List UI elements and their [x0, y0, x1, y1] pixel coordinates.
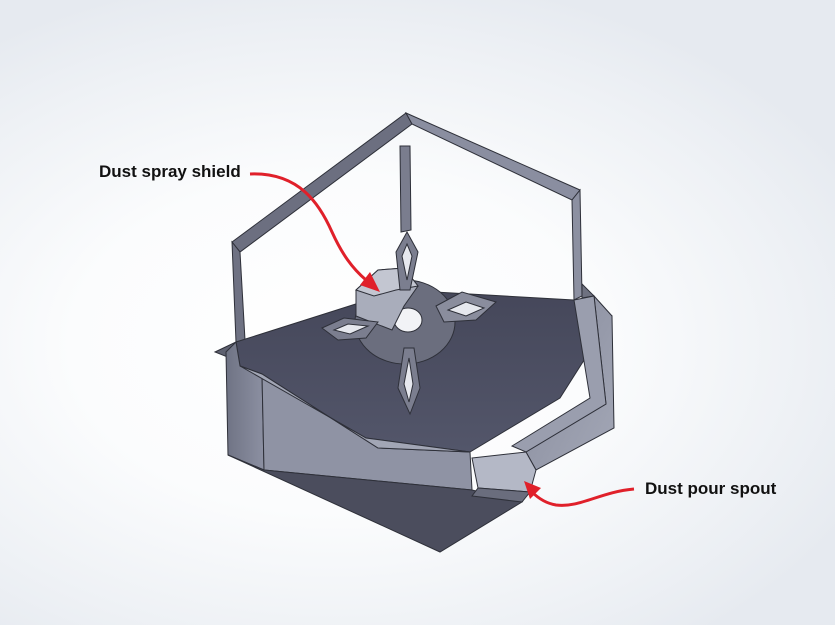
frame-left-slant [231, 112, 413, 253]
spoke-left-slot [332, 323, 370, 335]
frame-right-slant [404, 111, 581, 201]
arrow-pour-spout-head [524, 481, 541, 499]
dust-pour-spout-label: Dust pour spout [645, 479, 777, 498]
arrow-spray-shield [249, 172, 367, 282]
arrow-spray-shield-head [360, 272, 380, 292]
spoke-right-slot [446, 301, 486, 317]
spout-channel [471, 451, 537, 493]
spout-floor [471, 487, 531, 503]
center-hub [321, 230, 497, 416]
frame-left-post [231, 240, 246, 343]
front-left-inner-lip [239, 365, 471, 453]
spoke-bottom-slot [403, 357, 414, 403]
pour-spout [471, 451, 537, 503]
frame-center-post [399, 145, 412, 233]
callout-arrows [249, 172, 635, 507]
dust-spray-shield-label: Dust spray shield [99, 162, 241, 181]
spoke-top-slot [401, 242, 413, 281]
arrow-pour-spout [530, 487, 635, 507]
frame-right-post [571, 188, 583, 301]
